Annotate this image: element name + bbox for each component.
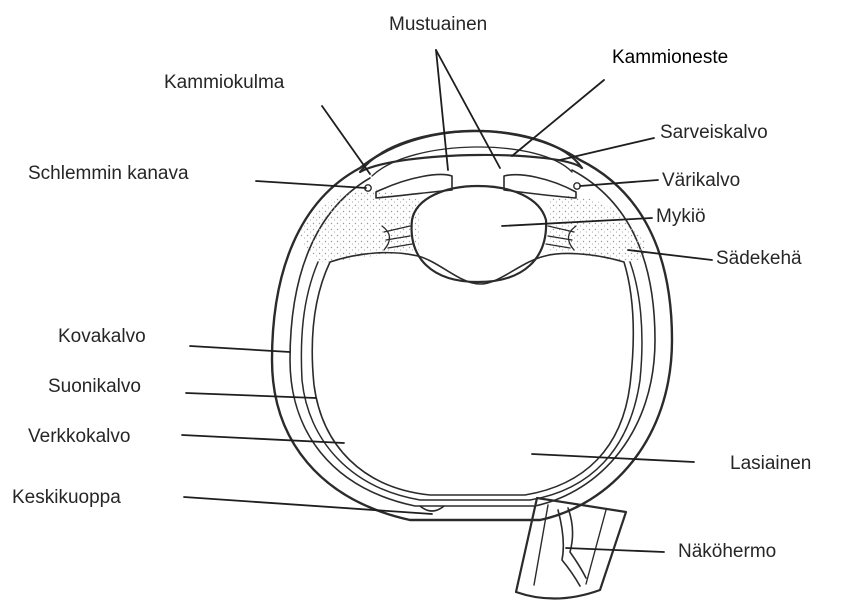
leader-kovakalvo [190,346,290,352]
label-suonikalvo: Suonikalvo [48,376,141,398]
cornea [360,131,582,172]
label-varikalvo: Värikalvo [662,170,740,192]
label-kammiokulma: Kammiokulma [164,72,284,94]
label-lasiainen: Lasiainen [730,453,811,475]
lens [412,186,547,282]
leader-keskikuoppa [184,497,432,514]
label-kovakalvo: Kovakalvo [58,326,146,348]
label-sarveiskalvo: Sarveiskalvo [660,122,768,144]
leader-sarveiskalvo [560,138,654,160]
leader-schlemmin-kanava [256,181,366,188]
leader-suonikalvo [186,393,316,398]
leader-kammioneste [512,80,604,156]
leader-nakohermo [566,548,664,552]
ciliary-body-region [300,189,420,262]
label-verkkokalvo: Verkkokalvo [28,426,130,448]
choroid-line [301,262,642,500]
vitreous-body [312,253,633,495]
label-kammioneste: Kammioneste [612,47,728,69]
iris-right [504,175,576,198]
label-sadekeha: Sädekehä [716,248,802,270]
leader-kammiokulma [322,106,370,174]
label-keskikuoppa: Keskikuoppa [12,487,121,509]
label-schlemmin-kanava: Schlemmin kanava [28,163,189,185]
optic-nerve-fibers [558,508,586,586]
label-nakohermo: Näköhermo [678,541,776,563]
label-mustuainen: Mustuainen [389,14,487,36]
label-mykio: Mykiö [656,206,706,228]
